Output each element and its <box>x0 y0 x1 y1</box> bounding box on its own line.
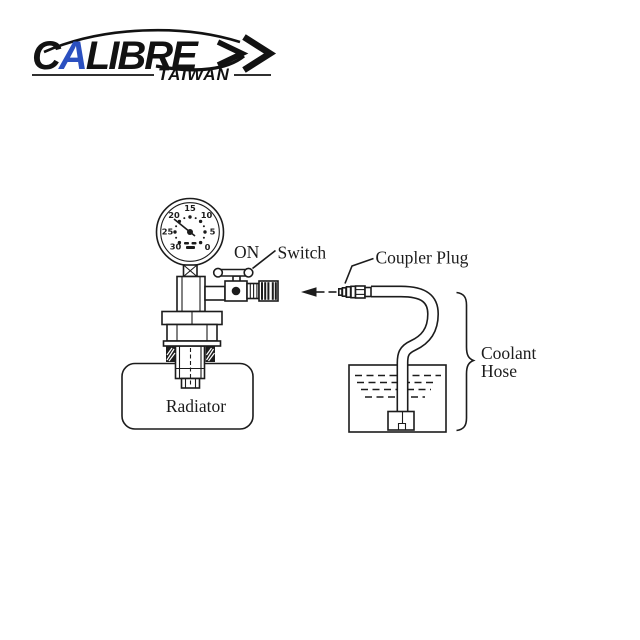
coolant-hose-label-line1: Coolant <box>481 343 537 363</box>
coupler-plug-label: Coupler Plug <box>376 248 469 268</box>
coupler-socket <box>258 280 279 302</box>
gauge-unit-marks <box>184 242 197 249</box>
brand-name: CALIBRE <box>32 34 198 78</box>
valve-ball <box>231 286 241 296</box>
logo-swoosh-icon <box>32 28 277 76</box>
radiator-label: Radiator <box>166 396 226 416</box>
on-label: ON <box>234 242 260 262</box>
gauge-scale-10: 10 <box>201 210 213 220</box>
gauge-scale-15: 15 <box>184 203 196 213</box>
connect-arrow-icon <box>301 287 337 297</box>
gauge-scale-20: 20 <box>168 210 180 220</box>
pressure-gauge: 0 5 10 15 20 25 30 <box>155 197 225 267</box>
valve-handle <box>212 267 254 283</box>
chevron-right-icon <box>242 34 277 73</box>
gauge-stem-connector <box>182 264 198 278</box>
gauge-scale-25: 25 <box>162 227 174 237</box>
gauge-tick-marks <box>173 215 207 245</box>
brand-logo: CALIBRE TAIWAN <box>28 22 280 102</box>
coupler-plug-leader-line <box>344 257 374 284</box>
gauge-scale-30: 30 <box>170 242 182 252</box>
coolant-hose-label-line2: Hose <box>481 361 517 381</box>
coolant-hose-brace <box>456 291 476 432</box>
coupler-plug <box>337 285 372 299</box>
brand-subtitle: TAIWAN <box>158 65 230 84</box>
gauge-needle <box>173 218 196 237</box>
switch-leader-line <box>252 249 276 270</box>
gauge-scale-5: 5 <box>210 227 216 237</box>
brand-name-pre: C <box>32 34 61 78</box>
switch-label: Switch <box>278 243 327 263</box>
shutoff-valve <box>204 267 279 302</box>
chevron-right-icon <box>216 39 249 68</box>
brand-name-post: LIBRE <box>85 34 198 78</box>
radiator-cap-adapter <box>161 310 223 389</box>
rubber-seal <box>166 346 215 362</box>
hose-strainer <box>387 410 415 431</box>
coolant-hose <box>371 285 440 413</box>
pump-body <box>176 275 206 313</box>
gauge-scale-0: 0 <box>205 242 211 252</box>
brand-name-accent-letter: A <box>58 34 88 78</box>
